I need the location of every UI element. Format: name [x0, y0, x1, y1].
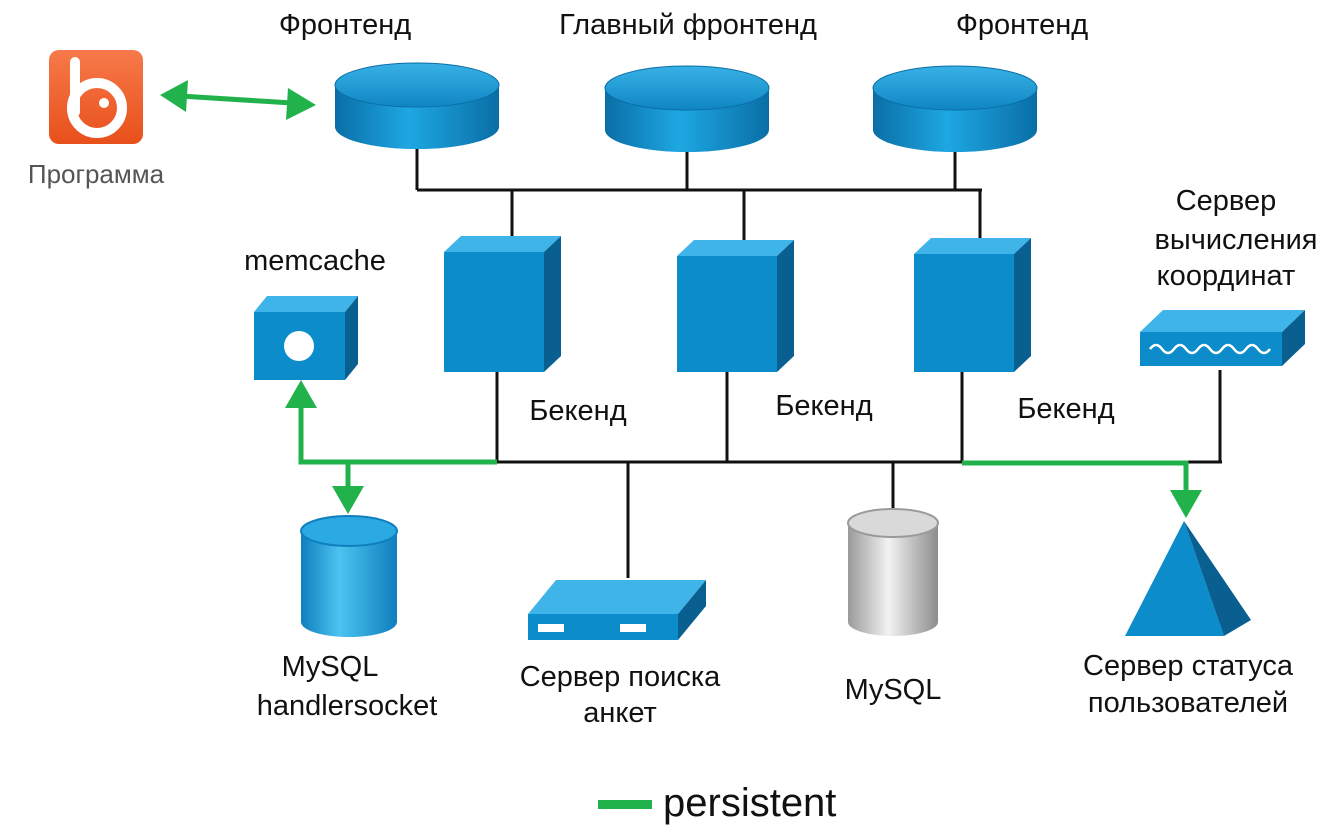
frontend-right[interactable]: Фронтенд	[872, 9, 1088, 152]
status-server-label-line-2: пользователей	[1088, 687, 1288, 719]
search-server-label-line-2: анкет	[583, 697, 657, 729]
status-server-node[interactable]: Сервер статуса пользователей	[1083, 521, 1294, 719]
coord-server-label-line-2: вычисления	[1154, 224, 1317, 256]
frontend-right-label: Фронтенд	[956, 9, 1088, 41]
app-label: Программа	[28, 159, 165, 189]
legend: persistent	[598, 781, 836, 825]
backend-1-label: Бекенд	[529, 395, 626, 427]
mysql-label: MySQL	[845, 674, 942, 706]
frontend-left-label: Фронтенд	[279, 9, 411, 41]
mysql-handlersocket-label-line-2: handlersocket	[257, 690, 438, 722]
backend-2-label: Бекенд	[775, 390, 872, 422]
backend-1[interactable]: Бекенд	[444, 236, 627, 427]
frontend-main-label: Главный фронтенд	[559, 9, 817, 41]
coord-server-node[interactable]: Сервер вычисления координат	[1140, 185, 1318, 366]
memcache-label: memcache	[244, 245, 386, 277]
persistent-links	[160, 80, 1202, 518]
backend-2[interactable]: Бекенд	[677, 240, 873, 422]
memcache-node[interactable]: memcache	[244, 245, 386, 380]
search-server-node[interactable]: Сервер поиска анкет	[520, 580, 721, 729]
mysql-handlersocket-node[interactable]: MySQL handlersocket	[257, 515, 438, 722]
coord-server-label-line-1: Сервер	[1176, 185, 1277, 217]
mysql-handlersocket-label-line-1: MySQL	[282, 651, 379, 683]
backend-3-label: Бекенд	[1017, 393, 1114, 425]
app-node[interactable]: Программа	[28, 50, 165, 189]
status-server-label-line-1: Сервер статуса	[1083, 650, 1294, 682]
frontend-left[interactable]: Фронтенд	[279, 9, 500, 149]
legend-swatch	[598, 800, 652, 809]
backend-3[interactable]: Бекенд	[914, 238, 1115, 425]
search-server-label-line-1: Сервер поиска	[520, 661, 721, 693]
frontend-main[interactable]: Главный фронтенд	[559, 9, 817, 152]
mysql-node[interactable]: MySQL	[845, 508, 942, 706]
coord-server-label-line-3: координат	[1157, 260, 1296, 292]
legend-label: persistent	[663, 781, 836, 825]
